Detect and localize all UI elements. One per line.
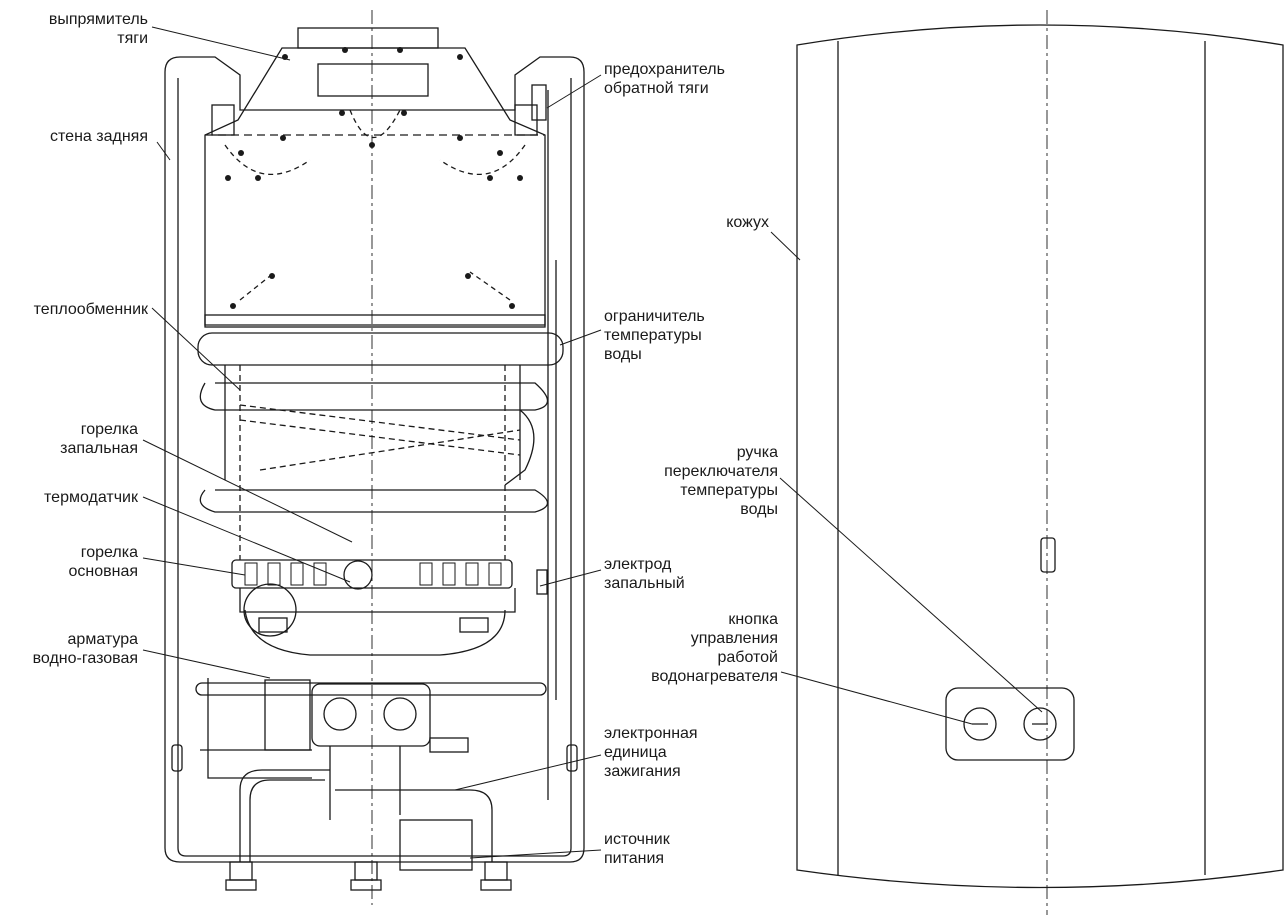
label-backdraft-safety: предохранитель обратной тяги <box>604 61 725 97</box>
water-gas-valve <box>195 678 547 820</box>
back-wall <box>164 56 585 863</box>
label-back-wall: стена задняя <box>50 128 148 145</box>
label-pilot-burner: горелка запальная <box>60 421 138 457</box>
side-tubes <box>531 84 557 800</box>
label-water-gas-valve: арматура водно-газовая <box>32 631 138 667</box>
label-main-burner: горелка основная <box>68 544 138 580</box>
label-temp-switch-knob: ручка переключателя температуры воды <box>664 444 778 518</box>
label-ignition-unit: электронная единица зажигания <box>604 725 698 780</box>
burner-assembly <box>231 559 516 656</box>
label-heat-exchanger: теплообменник <box>33 301 148 318</box>
label-power-source: источник питания <box>604 831 670 867</box>
label-water-temp-limiter: ограничитель температуры воды <box>604 308 705 363</box>
label-draft-diverter: выпрямитель тяги <box>48 11 148 47</box>
bottom-pipes <box>225 769 512 891</box>
label-thermocouple: термодатчик <box>44 489 138 506</box>
draft-diverter <box>204 27 546 328</box>
control-panel <box>945 687 1075 761</box>
label-casing: кожух <box>726 214 769 231</box>
diverter-rivets <box>225 47 523 309</box>
leader-lines <box>142 26 1043 859</box>
label-ignition-electrode: электрод запальный <box>604 556 685 592</box>
casing <box>796 24 1284 889</box>
heat-exchanger <box>197 332 564 560</box>
label-control-button: кнопка управления работой водонагревател… <box>651 611 778 685</box>
